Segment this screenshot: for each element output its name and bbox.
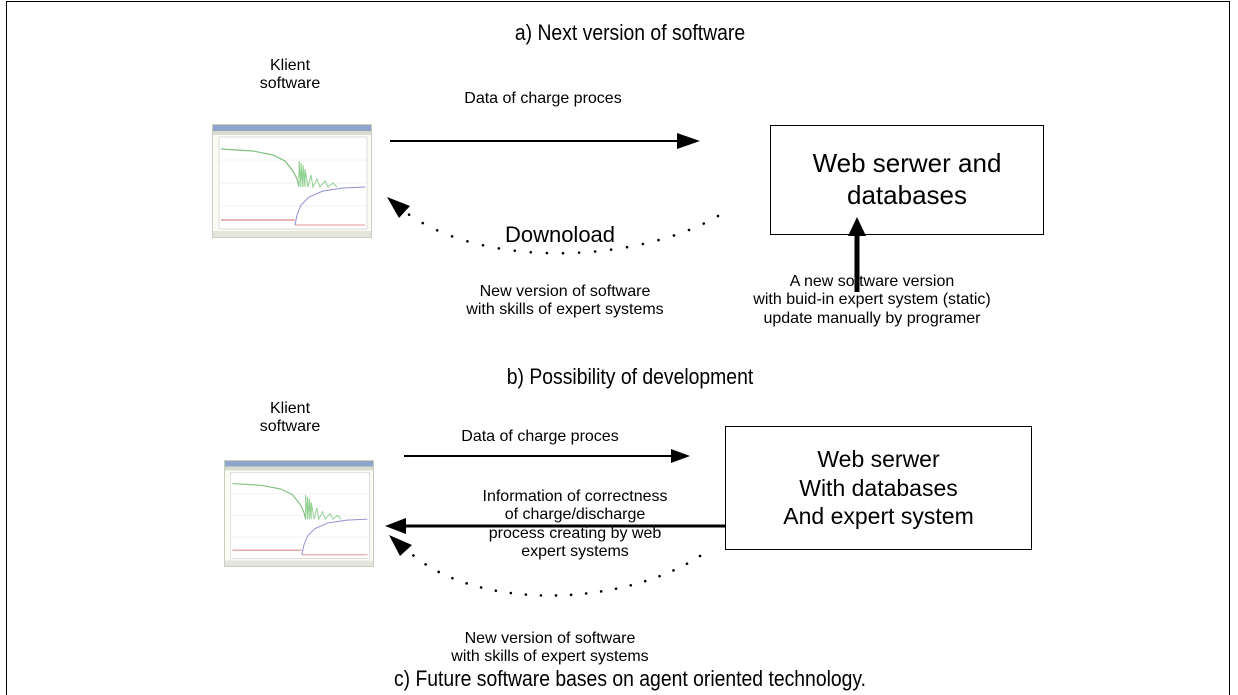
manual-update-text: A new software version with buid-in expe… — [722, 273, 1022, 328]
chart-thumbnail-icon — [213, 125, 371, 237]
client-software-screenshot-b — [224, 460, 374, 567]
text-line: expert systems — [521, 543, 629, 561]
caption-a: a) Next version of software — [514, 20, 746, 45]
server-box-line: Web serwer — [817, 445, 940, 472]
client-label-line: software — [259, 418, 321, 436]
correctness-info-text: Information of correctness of charge/dis… — [440, 488, 710, 562]
text-line: with skills of expert systems — [466, 301, 664, 319]
caption-b: b) Possibility of development — [506, 364, 754, 389]
server-box-line: databases — [847, 180, 967, 210]
server-box-line: Web serwer and — [812, 148, 1002, 179]
text-line: New version of software — [464, 630, 636, 647]
new-version-text-b: New version of software with skills of e… — [390, 630, 710, 667]
text-line: New version of software — [479, 283, 651, 300]
server-box-line: And expert system — [783, 503, 974, 530]
client-software-screenshot-a — [212, 124, 372, 238]
download-label: Downoload — [504, 222, 616, 247]
arrow-data-to-server-b — [404, 449, 690, 463]
arrow-data-to-server-a — [390, 133, 700, 149]
text-line: update manually by programer — [763, 309, 981, 327]
client-label-line: Klient — [269, 400, 311, 417]
caption-c: c) Future software bases on agent orient… — [393, 666, 867, 691]
text-line: A new software version — [789, 273, 955, 290]
chart-thumbnail-icon — [225, 461, 373, 566]
client-label-b: Klient software — [240, 400, 340, 437]
new-version-text-a: New version of software with skills of e… — [405, 283, 725, 320]
arrow-label-data-a: Data of charge proces — [464, 90, 622, 107]
text-line: process creating by web — [488, 524, 662, 542]
server-box-b: Web serwer With databases And expert sys… — [725, 426, 1032, 550]
client-label-a: Klient software — [240, 57, 340, 94]
arrow-feedback-to-client-b — [385, 518, 725, 534]
text-line: with buid-in expert system (static) — [753, 291, 991, 309]
diagram-frame — [6, 1, 1230, 695]
dotted-download-arc-a — [387, 197, 720, 255]
text-line: of charge/discharge — [504, 506, 646, 524]
text-line: Information of correctness — [482, 488, 668, 505]
client-label-line: software — [259, 75, 321, 93]
server-box-line: With databases — [799, 474, 958, 501]
arrow-update-to-server-a — [848, 217, 866, 292]
text-line: with skills of expert systems — [451, 648, 649, 666]
client-label-line: Klient — [269, 57, 311, 74]
arrow-label-data-b: Data of charge proces — [461, 428, 619, 445]
dotted-download-arc-b — [389, 535, 702, 597]
server-box-a: Web serwer and databases — [770, 125, 1044, 235]
